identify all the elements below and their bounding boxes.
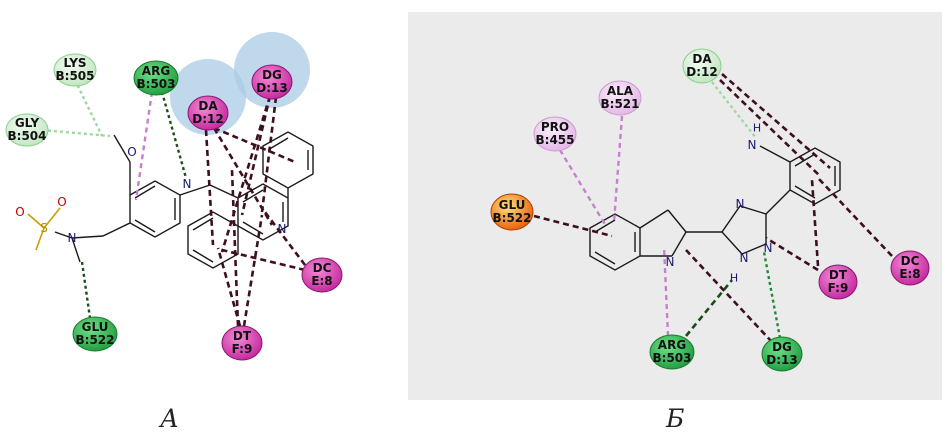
- residue-dce8-name: DC: [313, 261, 332, 275]
- residue-b-pro455[interactable]: PRO B:455: [533, 116, 577, 152]
- residue-b-dg13-name: DG: [772, 340, 792, 354]
- atom-b-n-triazole-3: N: [764, 241, 773, 255]
- pipi-dg13-1: [240, 95, 272, 216]
- residue-b-da12-name: DA: [692, 52, 712, 66]
- hbond-lys505: [73, 79, 104, 137]
- panel-a-label: А: [160, 404, 179, 433]
- residue-b-pro455-name: PRO: [541, 120, 569, 134]
- residue-dg13-chain: D:13: [256, 81, 287, 95]
- residue-b-dtf9-name: DT: [829, 268, 848, 282]
- atom-b-n-triazole-2: N: [740, 251, 749, 265]
- atom-s-sulfonyl: S: [40, 221, 48, 235]
- residue-lys505-name: LYS: [63, 56, 86, 70]
- atom-n-acridine: N: [278, 222, 287, 236]
- residue-arg503-chain: B:503: [137, 77, 176, 91]
- pipi-b-da12-1: [719, 79, 821, 177]
- residue-arg503-name: ARG: [142, 64, 170, 78]
- atom-b-n-triazole-1: N: [736, 197, 745, 211]
- atom-o-sulfonyl-1: O: [15, 205, 24, 219]
- residue-da12-name: DA: [198, 99, 218, 113]
- hbond-arg503: [160, 91, 188, 179]
- atom-b-n-indole: N: [666, 255, 675, 269]
- sulfonyl-group: [27, 207, 61, 251]
- interactions-b: [533, 73, 893, 343]
- residue-gly504[interactable]: GLY B:504: [5, 113, 49, 147]
- hbond-b-dg13: [762, 251, 782, 339]
- residue-gly504-chain: B:504: [8, 129, 47, 143]
- pialkyl-arg503: [134, 91, 154, 201]
- residue-glu522-chain: B:522: [76, 333, 115, 347]
- pialkyl-b-arg503: [662, 245, 670, 337]
- pialkyl-b-pro455: [558, 149, 608, 227]
- pipi-b-glu522: [533, 214, 613, 238]
- residue-b-dce8-chain: E:8: [899, 267, 920, 281]
- pipi-dg13-2: [220, 95, 272, 253]
- residue-dtf9-chain: F:9: [232, 342, 253, 356]
- pipi-da12-3: [204, 129, 215, 246]
- residue-dce8[interactable]: DC E:8: [301, 257, 343, 293]
- atom-b-nh: N: [748, 138, 757, 152]
- residue-lys505-chain: B:505: [56, 69, 95, 83]
- pipi-dtf9-2: [242, 214, 264, 327]
- residue-b-dtf9-chain: F:9: [828, 281, 849, 295]
- panel-b: N H N H N N N D: [408, 12, 942, 400]
- residue-b-arg503-chain: B:503: [653, 351, 692, 365]
- residue-dce8-chain: E:8: [311, 274, 332, 288]
- residue-lys505[interactable]: LYS B:505: [53, 53, 97, 87]
- pipi-b-dce8: [817, 177, 893, 257]
- panel-a: O N N S O O N: [5, 32, 343, 361]
- pipi-b-dtf9-2: [765, 236, 819, 272]
- residue-b-dce8[interactable]: DC E:8: [890, 250, 930, 286]
- residue-b-da12-chain: D:12: [686, 65, 717, 79]
- residue-da12-chain: D:12: [192, 112, 223, 126]
- residue-dtf9[interactable]: DT F:9: [221, 325, 263, 361]
- residue-b-ala521-name: ALA: [607, 84, 634, 98]
- atom-b-h2: H: [730, 272, 738, 285]
- atom-b-h1: H: [753, 122, 761, 135]
- panel-b-label: Б: [666, 404, 685, 433]
- interactions-a: [41, 79, 307, 327]
- atom-o-methoxy: O: [127, 145, 136, 159]
- pipi-b-da12-2: [721, 73, 831, 169]
- residue-b-ala521[interactable]: ALA B:521: [598, 80, 642, 116]
- residue-b-dg13[interactable]: DG D:13: [761, 336, 803, 372]
- residue-b-arg503-name: ARG: [658, 338, 686, 352]
- hbond-glu522: [80, 261, 92, 319]
- atom-o-sulfonyl-2: O: [57, 195, 66, 209]
- residue-b-da12[interactable]: DA D:12: [682, 48, 722, 84]
- residue-b-glu522[interactable]: GLU B:522: [490, 193, 534, 231]
- residue-b-dg13-chain: D:13: [766, 353, 797, 367]
- ligand-b-skeleton: [589, 145, 841, 271]
- residue-dg13[interactable]: DG D:13: [251, 64, 293, 100]
- pipi-b-dtf9-1: [810, 179, 820, 267]
- hbond-gly504: [41, 128, 111, 138]
- residue-dtf9-name: DT: [233, 329, 252, 343]
- residue-b-arg503[interactable]: ARG B:503: [649, 334, 695, 370]
- pipi-b-arg503: [684, 279, 734, 337]
- residue-b-dtf9[interactable]: DT F:9: [818, 264, 858, 300]
- residue-b-dce8-name: DC: [901, 254, 920, 268]
- atom-n-amine: N: [183, 177, 192, 191]
- pipi-dce8-2: [263, 211, 307, 266]
- residue-b-ala521-chain: B:521: [601, 97, 640, 111]
- residue-glu522[interactable]: GLU B:522: [72, 316, 118, 352]
- residue-da12[interactable]: DA D:12: [187, 95, 229, 131]
- pipi-b-dg13: [685, 249, 773, 343]
- atom-n-sulfonamide: N: [68, 231, 77, 245]
- pipi-dtf9-3: [230, 169, 240, 327]
- residue-arg503[interactable]: ARG B:503: [133, 60, 179, 96]
- residue-dg13-name: DG: [262, 68, 282, 82]
- residue-glu522-name: GLU: [82, 320, 109, 334]
- residue-b-glu522-chain: B:522: [493, 211, 532, 225]
- residue-gly504-name: GLY: [15, 116, 40, 130]
- residue-b-glu522-name: GLU: [499, 198, 526, 212]
- residue-b-pro455-chain: B:455: [536, 133, 575, 147]
